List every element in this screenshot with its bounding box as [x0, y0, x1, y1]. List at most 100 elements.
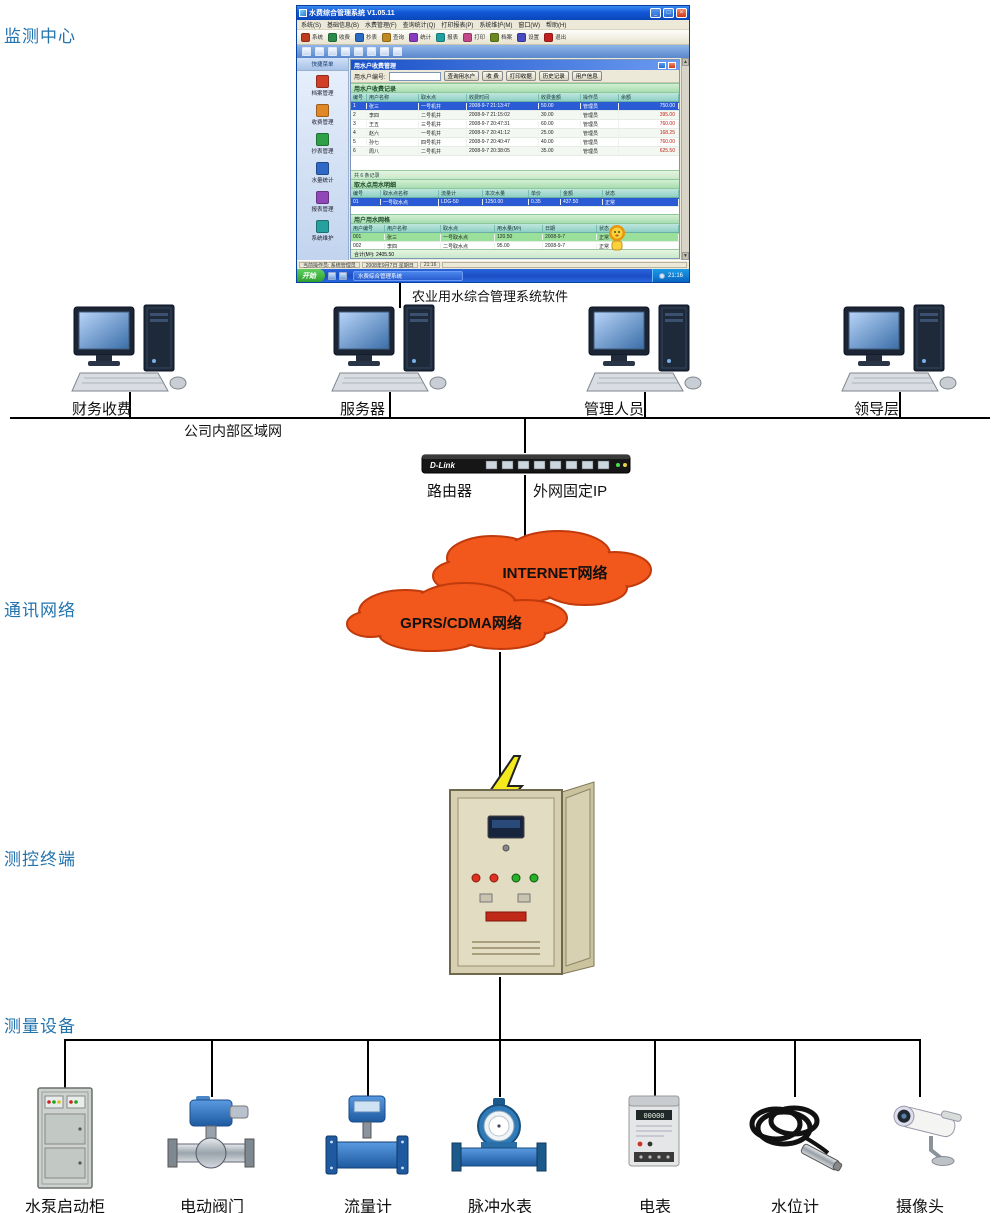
computer-label-manager: 管理人员	[584, 401, 645, 418]
column-header[interactable]: 本次水量	[483, 189, 529, 197]
toolbar2-icon[interactable]	[315, 47, 324, 56]
toolbar-button[interactable]: 抄表	[355, 32, 377, 42]
column-header[interactable]: 流量计	[439, 189, 483, 197]
query-button[interactable]: 用户信息	[571, 71, 602, 81]
system-tray[interactable]: 21:16	[651, 269, 689, 282]
column-header[interactable]: 取水点	[441, 224, 495, 232]
query-input[interactable]	[388, 71, 441, 81]
menu-item[interactable]: 系统(S)	[301, 23, 321, 29]
toolbar2-icon[interactable]	[354, 47, 363, 56]
column-header[interactable]: 收费时间	[467, 93, 539, 101]
scroll-down-icon[interactable]: ▼	[682, 252, 689, 260]
connector-pc3-lan	[644, 392, 646, 418]
toolbar2-icon[interactable]	[302, 47, 311, 56]
toolbar2-icon[interactable]	[341, 47, 350, 56]
vertical-scrollbar[interactable]: ▲ ▼	[681, 58, 689, 260]
toolbar2-icon[interactable]	[380, 47, 389, 56]
toolbar-button[interactable]: 收费	[328, 32, 350, 42]
cell: LDG-50	[439, 199, 483, 205]
device-label-pump: 水泵启动柜	[25, 1199, 106, 1213]
toolbar-button[interactable]: 系统	[301, 32, 323, 42]
column-header[interactable]: 状态	[597, 224, 679, 232]
column-header[interactable]: 状态	[603, 189, 679, 197]
sidebar-item-icon	[316, 133, 329, 146]
computer-manager-illustration	[585, 303, 705, 395]
inner-window: 用水户收费管理 用水户编号: 查询用水户收 费打印收据历史记录用户信息 用水户收…	[350, 59, 680, 259]
column-header[interactable]: 用户名称	[367, 93, 419, 101]
toolbar2-icon[interactable]	[328, 47, 337, 56]
menu-item[interactable]: 打印报表(P)	[441, 23, 474, 29]
window-titlebar[interactable]: 水费综合管理系统 V1.05.11 _ □ ×	[297, 6, 689, 20]
menu-item[interactable]: 窗口(W)	[518, 23, 541, 29]
sidebar-item[interactable]: 档案管理	[297, 71, 348, 100]
column-header[interactable]: 用户名称	[385, 224, 441, 232]
maximize-button[interactable]: □	[663, 8, 674, 18]
toolbar-label: 查询	[393, 35, 405, 41]
column-header[interactable]: 金额	[561, 189, 603, 197]
connector-router-cloud	[524, 475, 526, 545]
column-header[interactable]: 日期	[543, 224, 597, 232]
sidebar-item[interactable]: 系统维护	[297, 216, 348, 245]
sidebar-item[interactable]: 收费管理	[297, 100, 348, 129]
toolbar-button[interactable]: 查询	[382, 32, 405, 42]
quicklaunch-icon[interactable]	[339, 271, 347, 280]
toolbar-button[interactable]: 报表	[436, 32, 458, 42]
query-button[interactable]: 打印收据	[505, 71, 536, 81]
toolbar-button[interactable]: 档案	[490, 32, 512, 42]
device-label-emeter: 电表	[639, 1199, 672, 1213]
close-button[interactable]: ×	[676, 8, 687, 18]
toolbar-button[interactable]: 打印	[463, 32, 485, 42]
toolbar-button[interactable]: 设置	[517, 32, 539, 42]
cell: 760.00	[619, 139, 679, 145]
column-header[interactable]: 用户编号	[351, 224, 385, 232]
cell: 5	[351, 139, 367, 145]
minimize-button[interactable]: _	[650, 8, 661, 18]
toolbar2-icon[interactable]	[367, 47, 376, 56]
menu-item[interactable]: 基础信息(B)	[327, 23, 359, 29]
taskbar-task-button[interactable]: 水费综合管理系统	[353, 270, 463, 281]
menu-item[interactable]: 系统维护(M)	[479, 23, 513, 29]
query-button[interactable]: 收 费	[482, 71, 503, 81]
pump-cabinet-illustration	[37, 1087, 93, 1189]
inner-close-button[interactable]	[668, 61, 676, 69]
query-button[interactable]: 查询用水户	[443, 71, 480, 81]
menu-item[interactable]: 查询统计(Q)	[402, 23, 436, 29]
column-header[interactable]: 单价	[529, 189, 561, 197]
quicklaunch-icon[interactable]	[328, 271, 336, 280]
column-header[interactable]: 取水点名称	[381, 189, 439, 197]
toolbar-button[interactable]: 退出	[544, 32, 566, 42]
column-header[interactable]: 编号	[351, 93, 367, 101]
toolbar-button[interactable]: 统计	[409, 32, 431, 42]
sidebar-item[interactable]: 报表管理	[297, 187, 348, 216]
scroll-up-icon[interactable]: ▲	[682, 58, 689, 66]
cell: 40.00	[539, 139, 581, 145]
inner-window-titlebar[interactable]: 用水户收费管理	[351, 60, 679, 70]
column-header[interactable]: 取水点	[419, 93, 467, 101]
sidebar-item[interactable]: 抄表管理	[297, 129, 348, 158]
cell: 395.00	[619, 112, 679, 118]
query-button[interactable]: 历史记录	[538, 71, 569, 81]
column-header[interactable]: 操作员	[581, 93, 619, 101]
menu-item[interactable]: 水费管理(F)	[365, 23, 397, 29]
start-button[interactable]: 开始	[297, 269, 325, 282]
column-header[interactable]: 编号	[351, 189, 381, 197]
column-header[interactable]: 收费金额	[539, 93, 581, 101]
sidebar-item[interactable]: 水量统计	[297, 158, 348, 187]
menu-item[interactable]: 帮助(H)	[546, 23, 567, 29]
toolbar-icon	[490, 32, 500, 42]
inner-minimize-button[interactable]	[658, 61, 666, 69]
toolbar2-icon[interactable]	[393, 47, 402, 56]
column-header[interactable]: 用水量(M³)	[495, 224, 543, 232]
query-toolbar: 用水户编号: 查询用水户收 费打印收据历史记录用户信息	[351, 70, 679, 83]
column-header[interactable]: 余额	[619, 93, 679, 101]
